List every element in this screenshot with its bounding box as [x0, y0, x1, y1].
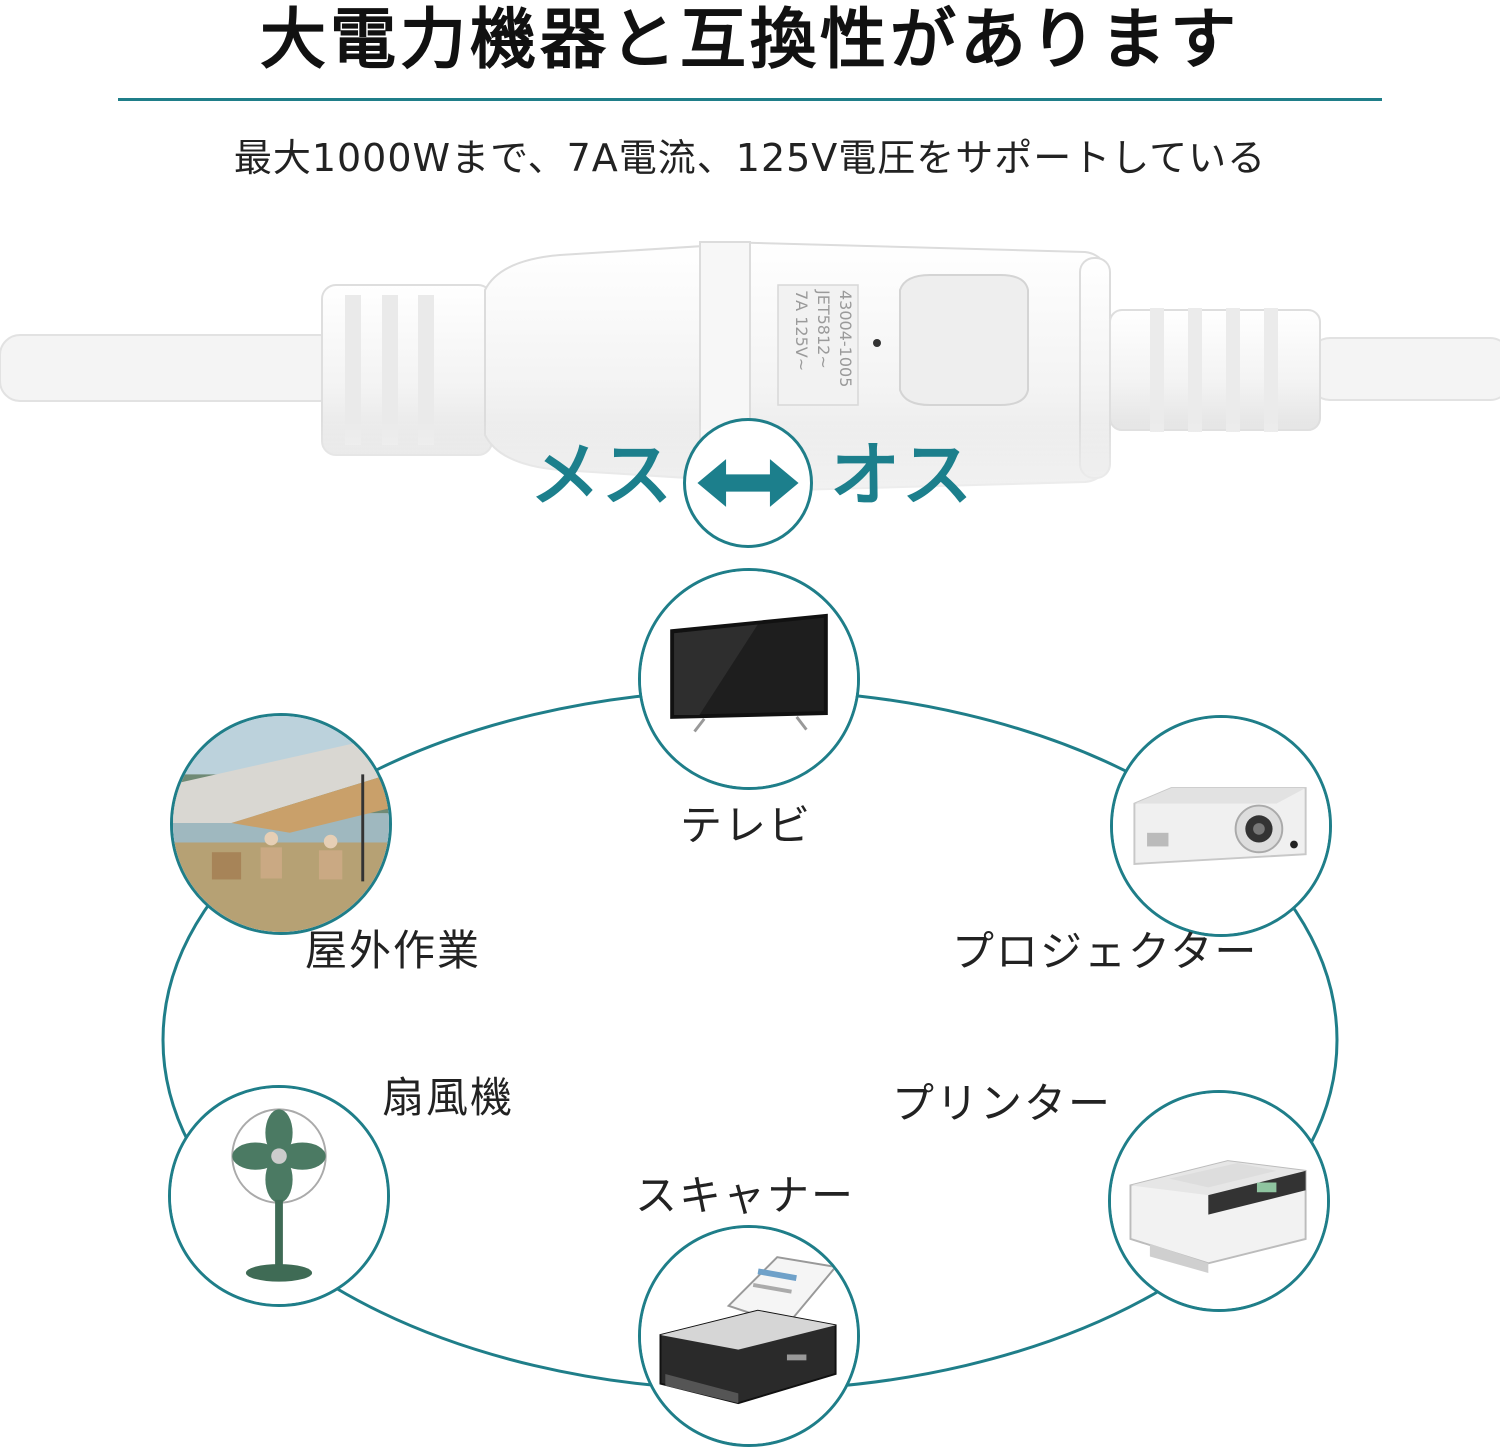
latch-button	[899, 274, 1029, 406]
page-title: 大電力機器と互換性があります	[260, 1, 1240, 78]
device-fan	[168, 1085, 390, 1307]
device-tv	[638, 568, 860, 790]
device-label-printer: プリンター	[892, 1079, 1113, 1128]
device-label-outdoor: 屋外作業	[305, 926, 482, 975]
right-strain-relief	[1109, 308, 1321, 432]
male-label: オス	[830, 434, 974, 516]
device-projector	[1110, 715, 1332, 937]
female-label: メス	[530, 434, 674, 516]
printer-icon	[1111, 1093, 1327, 1309]
outdoor-tent-icon	[173, 716, 389, 932]
projector-icon	[1113, 718, 1329, 934]
swap-arrow-badge	[683, 418, 813, 548]
plug-connector-illustration: 7A 125V~ JET5812~ 43004-1005	[0, 240, 1500, 560]
scanner-icon	[641, 1228, 857, 1444]
double-arrow-icon	[697, 459, 799, 507]
device-label-scanner: スキャナー	[635, 1171, 856, 1220]
device-outdoor	[170, 713, 392, 935]
svg-text:7A 125V~: 7A 125V~	[792, 290, 811, 371]
right-cable	[1309, 337, 1500, 401]
device-scanner	[638, 1225, 860, 1447]
device-printer	[1108, 1090, 1330, 1312]
spec-subtitle: 最大1000Wまで、7A電流、125V電圧をサポートしている	[233, 136, 1267, 180]
left-cable	[0, 334, 341, 402]
svg-text:JET5812~: JET5812~	[814, 289, 833, 369]
device-label-projector: プロジェクター	[952, 927, 1259, 976]
svg-text:43004-1005: 43004-1005	[836, 290, 855, 387]
device-label-fan: 扇風機	[382, 1073, 515, 1122]
device-label-tv: テレビ	[680, 801, 813, 850]
left-strain-relief	[321, 284, 493, 456]
fan-icon	[171, 1088, 387, 1304]
tv-icon	[641, 571, 857, 787]
title-divider	[118, 98, 1382, 101]
